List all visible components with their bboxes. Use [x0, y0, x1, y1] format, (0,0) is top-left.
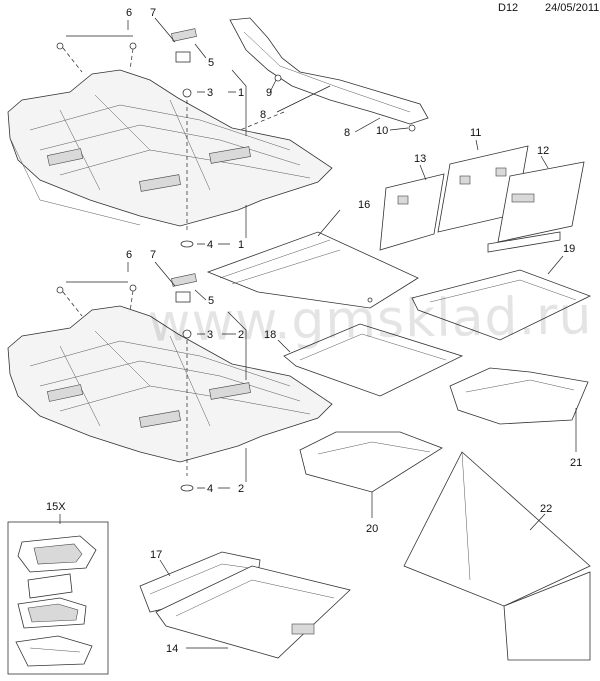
callout-8: 8: [260, 109, 266, 121]
callout-11: 11: [470, 127, 481, 139]
callout-10: 10: [376, 125, 388, 137]
cover-18: [277, 323, 464, 397]
callout-3: 3: [207, 329, 213, 341]
callout-5: 5: [208, 57, 214, 69]
callout-7: 7: [150, 249, 156, 261]
sill-trim-duct: [229, 17, 429, 132]
load-floor-16: [206, 209, 419, 309]
callout-7: 7: [150, 7, 156, 19]
callout-3: 3: [207, 87, 213, 99]
floor-carpet-upper: [7, 69, 333, 227]
callout-20: 20: [366, 523, 378, 535]
diagram-code: D12: [498, 2, 519, 14]
callout-8: 8: [344, 127, 350, 139]
callout-1: 1: [238, 239, 244, 251]
callout-16: 16: [358, 199, 370, 211]
callout-13: 13: [414, 153, 426, 165]
callout-2: 2: [238, 483, 244, 495]
callout-21: 21: [570, 457, 582, 469]
leaders-upper: [66, 17, 409, 245]
callout-2: 2: [238, 329, 244, 341]
callout-22: 22: [540, 503, 552, 515]
callout-19: 19: [563, 243, 575, 255]
callout-12: 12: [537, 145, 549, 157]
callout-17: 17: [150, 549, 162, 561]
leaders-lower: [66, 261, 247, 489]
callout-1: 1: [238, 87, 244, 99]
callout-5: 5: [208, 295, 214, 307]
callout-labels: 6 7 5 3 1 9 8 8 10 4 1 13 11 12 16 6 7 5…: [46, 7, 582, 655]
cover-21: [449, 367, 589, 452]
callout-6: 6: [126, 249, 132, 261]
fasteners-lower: [56, 273, 197, 492]
watermark: www.gmsklad.ru: [147, 286, 593, 354]
callout-6: 6: [126, 7, 132, 19]
seatback-panels: [379, 139, 585, 253]
floor-carpet-lower: [7, 305, 333, 463]
cargo-mat-22: [403, 451, 591, 661]
diagram-date: 24/05/2011: [545, 2, 600, 14]
cover-20: [299, 431, 443, 518]
fasteners-upper: [56, 28, 197, 248]
mat-14: [155, 565, 351, 659]
callout-14: 14: [166, 643, 178, 655]
callout-9: 9: [266, 87, 272, 99]
callout-15x: 15X: [46, 501, 66, 513]
cover-19: [411, 255, 592, 341]
callout-4: 4: [207, 483, 213, 495]
detail-15x: [7, 514, 109, 675]
callout-18: 18: [264, 329, 276, 341]
callout-4: 4: [207, 239, 213, 251]
